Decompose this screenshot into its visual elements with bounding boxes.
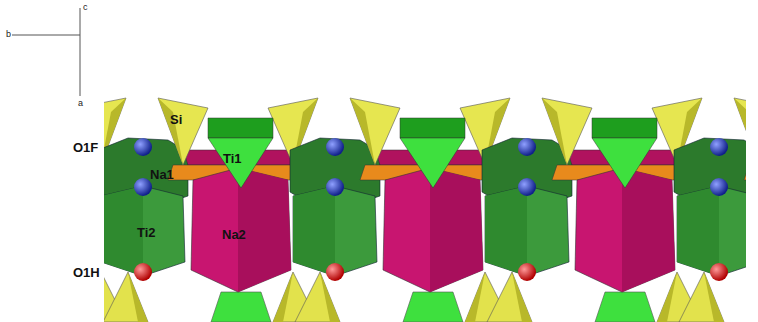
polyhedron-label: Ti1 [223, 152, 242, 165]
axis-label: b [6, 30, 11, 39]
polyhedron-label: Si [170, 113, 182, 126]
site-label: O1F [73, 141, 98, 154]
polyhedron-label: Na2 [222, 228, 246, 241]
site-label: O1H [73, 266, 100, 279]
polyhedron-label: Na1 [150, 168, 174, 181]
axis-label: a [78, 99, 83, 108]
polyhedron-label: Ti2 [137, 226, 156, 239]
axis-label: c [83, 3, 88, 12]
